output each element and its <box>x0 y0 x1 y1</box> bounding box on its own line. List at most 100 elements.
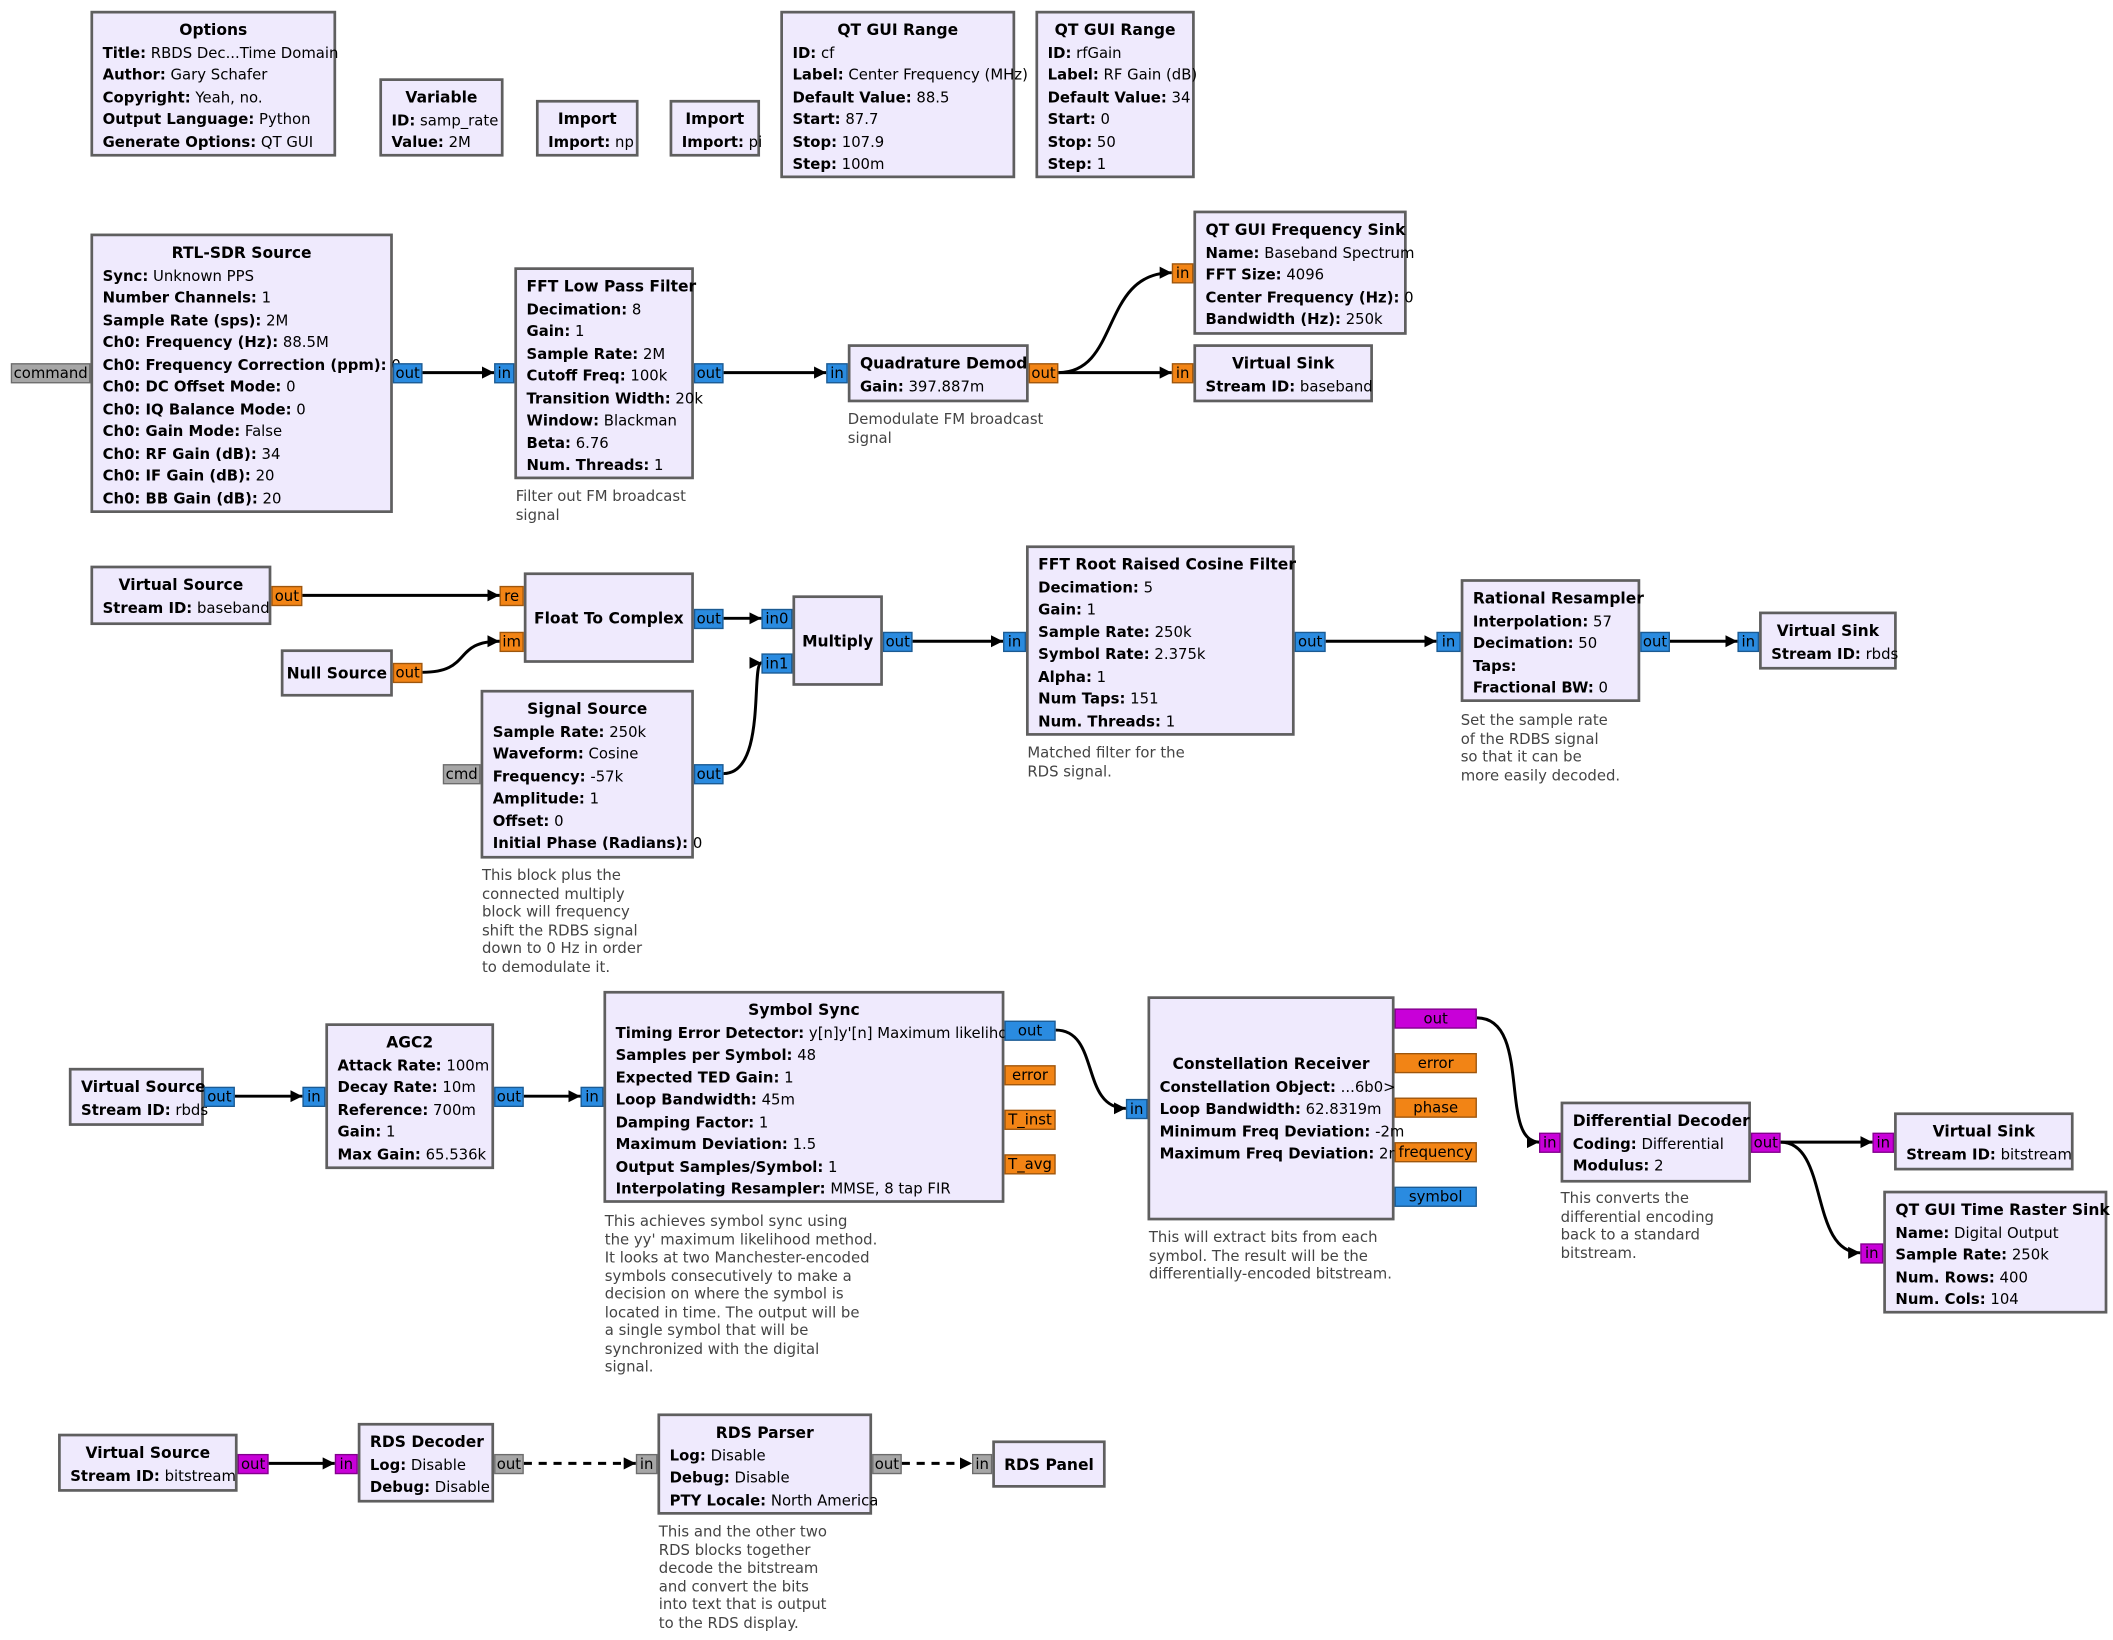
diff-in-port[interactable]: in <box>1539 1132 1561 1153</box>
resampler-out-port[interactable]: out <box>1640 631 1670 653</box>
f2c-im-port[interactable]: im <box>499 631 524 653</box>
param-value: 0 <box>692 834 703 852</box>
rrc-in-port[interactable]: in <box>1003 631 1026 653</box>
param-value: 20k <box>675 389 703 408</box>
signal-out-port[interactable]: out <box>693 764 724 785</box>
constel-frequency-port[interactable]: frequency <box>1394 1142 1477 1163</box>
vsrc-bitstream-out-port[interactable]: out <box>237 1453 269 1475</box>
symsync-tavg-port[interactable]: T_avg <box>1004 1154 1056 1175</box>
constel-phase-port[interactable]: phase <box>1394 1097 1477 1118</box>
vsrc-baseband-out-port[interactable]: out <box>271 585 303 607</box>
constel-symbol-port[interactable]: symbol <box>1394 1186 1477 1207</box>
param-key: Ch0: IF Gain (dB): <box>102 467 251 485</box>
float-to-complex-block[interactable]: Float To Complex <box>523 572 694 663</box>
symsync-tinst-port[interactable]: T_inst <box>1004 1109 1056 1130</box>
vsink-baseband-in-port[interactable]: in <box>1171 363 1194 384</box>
vsrc-rbds-out-port[interactable]: out <box>203 1086 235 1107</box>
block-title: Virtual Source <box>81 1077 206 1097</box>
symsync-in-port[interactable]: in <box>580 1086 604 1107</box>
parser-in-port[interactable]: in <box>635 1453 658 1475</box>
lpf-out-port[interactable]: out <box>693 363 724 384</box>
multiply-in1-port[interactable]: in1 <box>761 653 793 674</box>
param-value: Disable <box>434 1478 490 1496</box>
param-value: Baseband Spectrum <box>1264 243 1415 262</box>
param-value: 65.536k <box>425 1145 487 1164</box>
rds-panel-block[interactable]: RDS Panel <box>992 1440 1106 1488</box>
param-key: Debug: <box>669 1468 730 1487</box>
agc2-in-port[interactable]: in <box>302 1086 326 1107</box>
constel-error-port[interactable]: error <box>1394 1053 1477 1074</box>
block-param: Loop Bandwidth: 62.8319m <box>1160 1099 1383 1121</box>
rrc-out-port[interactable]: out <box>1294 631 1326 653</box>
constel-out-port[interactable]: out <box>1394 1008 1477 1029</box>
null-out-port[interactable]: out <box>392 662 423 684</box>
multiply-block[interactable]: Multiply <box>792 595 883 686</box>
diff-out-port[interactable]: out <box>1750 1132 1781 1153</box>
agc2-out-port[interactable]: out <box>494 1086 524 1107</box>
block-param: Label: RF Gain (dB) <box>1048 65 1198 87</box>
signal-cmd-port[interactable]: cmd <box>442 764 481 785</box>
block-param: Expected TED Gain: 1 <box>616 1067 993 1089</box>
quad-out-port[interactable]: out <box>1028 363 1059 384</box>
vsink-rbds-in-port[interactable]: in <box>1737 631 1760 653</box>
rtlsdr-command-port[interactable]: command <box>10 363 91 384</box>
param-key: Sample Rate: <box>1895 1246 2008 1264</box>
param-value: 1 <box>654 456 664 474</box>
rdsdec-in-port[interactable]: in <box>334 1453 358 1475</box>
f2c-re-port[interactable]: re <box>499 585 524 607</box>
param-key: Default Value: <box>792 88 912 106</box>
null-source-block[interactable]: Null Source <box>280 649 393 697</box>
raster-in-port[interactable]: in <box>1860 1243 1884 1264</box>
multiply-in0-port[interactable]: in0 <box>761 608 793 630</box>
param-value: Disable <box>710 1446 766 1465</box>
panel-in-port[interactable]: in <box>972 1453 993 1475</box>
symsync-error-port[interactable]: error <box>1004 1065 1056 1086</box>
vsink-bitstream-in-port[interactable]: in <box>1872 1132 1895 1153</box>
parser-out-port[interactable]: out <box>872 1453 902 1475</box>
symsync-out-port[interactable]: out <box>1004 1020 1056 1041</box>
lpf-in-port[interactable]: in <box>494 363 515 384</box>
resampler-in-port[interactable]: in <box>1436 631 1461 653</box>
block-title: Virtual Sink <box>1232 353 1335 373</box>
block-param: Maximum Deviation: 1.5 <box>616 1134 993 1156</box>
multiply-out-port[interactable]: out <box>882 631 913 653</box>
f2c-out-port[interactable]: out <box>693 608 724 630</box>
param-value: rbds <box>175 1100 209 1119</box>
rdsdec-out-port[interactable]: out <box>494 1453 524 1475</box>
rtlsdr-out-port[interactable]: out <box>392 363 423 384</box>
param-value: Disable <box>410 1455 466 1474</box>
quad-in-port[interactable]: in <box>826 363 848 384</box>
param-key: Output Samples/Symbol: <box>615 1157 824 1176</box>
constel-in-port[interactable]: in <box>1125 1098 1148 1120</box>
block-title: FFT Root Raised Cosine Filter <box>1038 554 1296 574</box>
freqsink-in-port[interactable]: in <box>1171 263 1194 284</box>
block-title: Virtual Source <box>85 1443 211 1463</box>
